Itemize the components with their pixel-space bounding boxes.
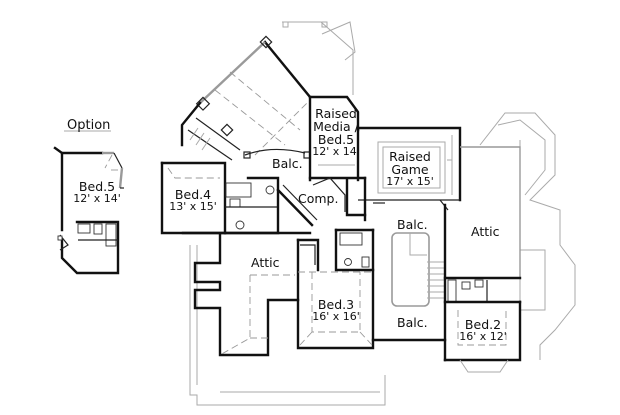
room-name: Bed.4 bbox=[174, 187, 212, 202]
option-label: Option bbox=[67, 118, 111, 133]
room-name-line-2: Media / bbox=[313, 119, 359, 135]
room-name-line-1: Raised bbox=[315, 106, 357, 121]
room-name: Bed.3 bbox=[317, 297, 355, 312]
main-upper-walls bbox=[180, 35, 360, 161]
room-name-line-2: Game bbox=[391, 162, 429, 178]
room-name-line-3: Bed.5 bbox=[317, 132, 355, 148]
room-name: Bed.2 bbox=[464, 317, 502, 332]
stair-open-area bbox=[371, 202, 447, 362]
room-size: 16' x 12' bbox=[459, 330, 507, 344]
label-balc-top: Balc. bbox=[272, 156, 303, 171]
right-wing-walls bbox=[443, 146, 522, 373]
room-bed3: Bed.3 16' x 16' bbox=[311, 298, 361, 323]
room-size: 13' x 15' bbox=[169, 200, 217, 214]
room-size: 17' x 15' bbox=[386, 175, 434, 189]
raised-game-walls bbox=[356, 126, 462, 211]
outline-lower-floor bbox=[189, 21, 576, 406]
room-name: Bed.5 bbox=[78, 179, 116, 194]
label-balc-mid: Balc. bbox=[397, 217, 428, 232]
room-name-line-1: Raised bbox=[389, 149, 431, 164]
room-size: 12' x 14' bbox=[73, 192, 121, 206]
room-bed4: Bed.4 13' x 15' bbox=[168, 188, 218, 213]
room-raised-game: Raised Game 17' x 15' bbox=[385, 150, 435, 188]
room-bed2: Bed.2 16' x 12' bbox=[458, 318, 508, 343]
bed3-walls bbox=[296, 228, 375, 350]
room-raised-media: Raised Media / Bed.5 12' x 14' bbox=[312, 107, 360, 158]
room-bed5-option: Bed.5 12' x 14' bbox=[72, 180, 122, 205]
label-attic-right: Attic bbox=[471, 224, 500, 239]
attic-left-walls bbox=[181, 231, 312, 357]
label-attic-left: Attic bbox=[251, 255, 280, 270]
room-size: 16' x 16' bbox=[312, 310, 360, 324]
option-bed5-plan bbox=[53, 130, 124, 275]
comp-area-walls bbox=[276, 176, 367, 227]
label-comp: Comp. bbox=[298, 191, 339, 206]
room-size: 12' x 14' bbox=[312, 145, 360, 159]
label-balc-bottom: Balc. bbox=[397, 315, 428, 330]
raised-media-walls bbox=[308, 95, 367, 182]
